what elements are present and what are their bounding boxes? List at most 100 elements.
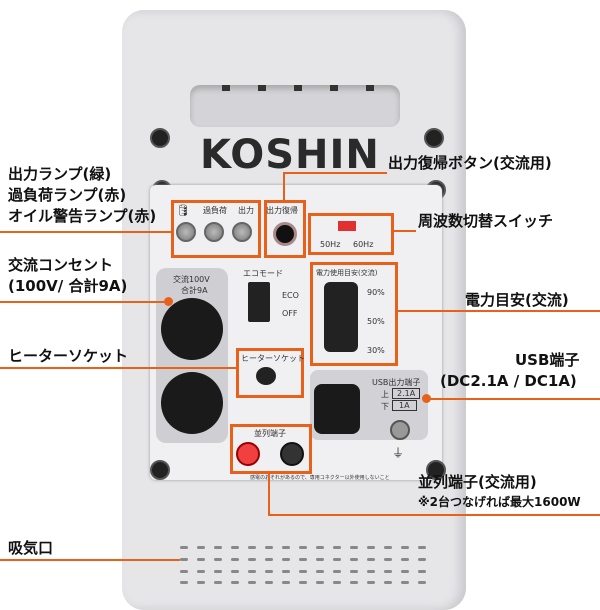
leader-line bbox=[0, 559, 180, 561]
callout-parallel-note: ※2台つなげれば最大1600W bbox=[418, 495, 581, 509]
callout-overload-lamp: 過負荷ランプ(赤) bbox=[8, 186, 127, 204]
outlet-label-2: 合計9A bbox=[181, 286, 208, 295]
vent-slot bbox=[282, 557, 290, 561]
brand-logo: KOSHIN bbox=[200, 132, 380, 178]
lamps-highlight bbox=[171, 200, 261, 258]
vent-slot bbox=[180, 581, 188, 585]
meter-50: 50% bbox=[367, 317, 385, 326]
carry-handle bbox=[190, 85, 400, 127]
ground-icon: ⏚ bbox=[392, 446, 405, 460]
vent-slot bbox=[384, 557, 392, 561]
vent-slot bbox=[418, 557, 426, 561]
vent-slot bbox=[350, 546, 358, 549]
reset-button[interactable] bbox=[273, 222, 297, 246]
vent-slot bbox=[333, 581, 341, 585]
parallel-label: 並列端子 bbox=[254, 429, 286, 438]
handle-slot bbox=[258, 85, 266, 91]
callout-freq: 周波数切替スイッチ bbox=[418, 212, 554, 230]
vent-slot bbox=[401, 546, 409, 549]
handle-slot bbox=[222, 85, 230, 91]
screw-icon bbox=[424, 128, 444, 148]
frequency-switch[interactable] bbox=[338, 221, 356, 231]
vent-slot bbox=[418, 569, 426, 573]
eco-switch[interactable] bbox=[248, 282, 270, 322]
heater-label: ヒーターソケット bbox=[241, 354, 305, 363]
callout-usb-2: (DC2.1A / DC1A) bbox=[440, 372, 577, 390]
usb-upper-value: 2.1A bbox=[392, 388, 421, 399]
vent-slot bbox=[248, 581, 256, 585]
screw-icon bbox=[150, 460, 170, 480]
callout-intake: 吸気口 bbox=[8, 539, 54, 557]
eco-on-label: ECO bbox=[282, 291, 299, 300]
vent-slot bbox=[231, 569, 239, 573]
callout-outlet-1: 交流コンセント bbox=[8, 256, 114, 274]
vent-slot bbox=[197, 569, 205, 573]
ac-outlet[interactable] bbox=[161, 372, 223, 434]
vent-slot bbox=[231, 581, 239, 585]
vent-slot bbox=[316, 546, 324, 549]
vent-slot bbox=[401, 557, 409, 561]
callout-oil-lamp: オイル警告ランプ(赤) bbox=[8, 207, 157, 225]
callout-usb-1: USB端子 bbox=[515, 351, 580, 369]
overload-label: 過負荷 bbox=[203, 206, 227, 215]
parallel-highlight bbox=[230, 424, 312, 474]
air-intake-vents bbox=[180, 546, 430, 586]
vent-slot bbox=[384, 569, 392, 573]
usb-title: USB出力端子 bbox=[372, 378, 421, 387]
vent-slot bbox=[282, 546, 290, 549]
vent-slot bbox=[316, 557, 324, 561]
usb-cover[interactable] bbox=[324, 282, 358, 352]
vent-slot bbox=[316, 569, 324, 573]
leader-dot bbox=[164, 297, 173, 306]
vent-slot bbox=[214, 581, 222, 585]
heater-socket[interactable] bbox=[256, 367, 276, 385]
freq-60-label: 60Hz bbox=[353, 240, 374, 249]
vent-slot bbox=[265, 569, 273, 573]
vent-slot bbox=[384, 581, 392, 585]
vent-slot bbox=[197, 557, 205, 561]
leader-line bbox=[268, 514, 600, 516]
vent-slot bbox=[248, 557, 256, 561]
vent-slot bbox=[401, 569, 409, 573]
leader-line bbox=[0, 301, 168, 303]
leader-line bbox=[283, 172, 285, 200]
leader-line bbox=[391, 230, 416, 232]
warning-text: 感電のおそれがあるので、専用コネクター以外使用しないこと bbox=[250, 475, 390, 481]
parallel-terminal-red[interactable] bbox=[236, 442, 260, 466]
vent-slot bbox=[401, 581, 409, 585]
screw-icon bbox=[150, 128, 170, 148]
vent-slot bbox=[248, 546, 256, 549]
vent-slot bbox=[214, 569, 222, 573]
vent-slot bbox=[197, 581, 205, 585]
outlet-label-1: 交流100V bbox=[173, 275, 210, 284]
handle-slot bbox=[294, 85, 302, 91]
leader-line bbox=[283, 172, 387, 174]
parallel-terminal-black[interactable] bbox=[280, 442, 304, 466]
vent-slot bbox=[316, 581, 324, 585]
freq-highlight bbox=[308, 213, 394, 255]
vent-slot bbox=[299, 569, 307, 573]
callout-output-lamp: 出力ランプ(緑) bbox=[8, 165, 112, 183]
vent-slot bbox=[214, 546, 222, 549]
freq-50-label: 50Hz bbox=[320, 240, 341, 249]
vent-slot bbox=[350, 581, 358, 585]
vent-slot bbox=[418, 546, 426, 549]
vent-slot bbox=[333, 569, 341, 573]
oil-can-icon: 🛢 bbox=[176, 204, 190, 217]
vent-slot bbox=[282, 581, 290, 585]
vent-slot bbox=[299, 581, 307, 585]
callout-outlet-2: (100V/ 合計9A) bbox=[8, 277, 128, 295]
ground-terminal[interactable] bbox=[390, 420, 410, 440]
oil-warning-lamp bbox=[176, 222, 196, 242]
usb-ports[interactable] bbox=[314, 384, 360, 434]
vent-slot bbox=[265, 546, 273, 549]
vent-slot bbox=[367, 581, 375, 585]
vent-slot bbox=[367, 569, 375, 573]
meter-30: 30% bbox=[367, 346, 385, 355]
leader-dot bbox=[422, 394, 431, 403]
usb-lower-label: 下 bbox=[381, 402, 389, 411]
ac-outlet[interactable] bbox=[161, 298, 223, 360]
leader-line bbox=[0, 231, 171, 233]
meter-title: 電力使用目安(交流) bbox=[316, 269, 378, 277]
vent-slot bbox=[197, 546, 205, 549]
